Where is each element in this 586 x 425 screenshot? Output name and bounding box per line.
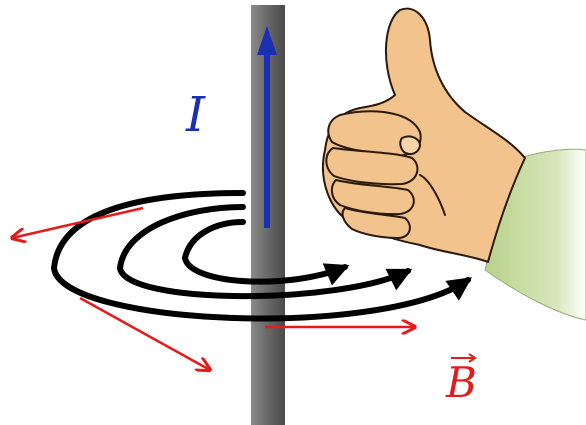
field-line-small-back [182,219,246,261]
field-label: B [445,358,477,407]
current-label: I [185,87,206,143]
field-lines-front [51,255,472,322]
current-arrow [257,26,277,228]
field-line-small-front [182,255,350,286]
finger-4 [341,207,411,239]
field-line-medium-back [117,204,246,271]
tangent-arrow-upper-left [12,206,144,238]
field-line-large-front [51,265,472,322]
field-line-large-back [51,190,246,271]
field-label-group: B [445,353,477,407]
tangent-arrow-lower-left [79,296,210,370]
field-line-medium-front [117,265,413,300]
finger-3 [330,179,415,216]
field-lines-back [51,190,246,271]
fingernail [399,135,421,155]
field-vector-arrowhead [468,353,477,363]
knuckle-crease [419,174,446,216]
thumbs-up-right-hand-icon [321,7,526,263]
finger-2 [325,147,419,186]
tangent-arrows [12,206,415,370]
